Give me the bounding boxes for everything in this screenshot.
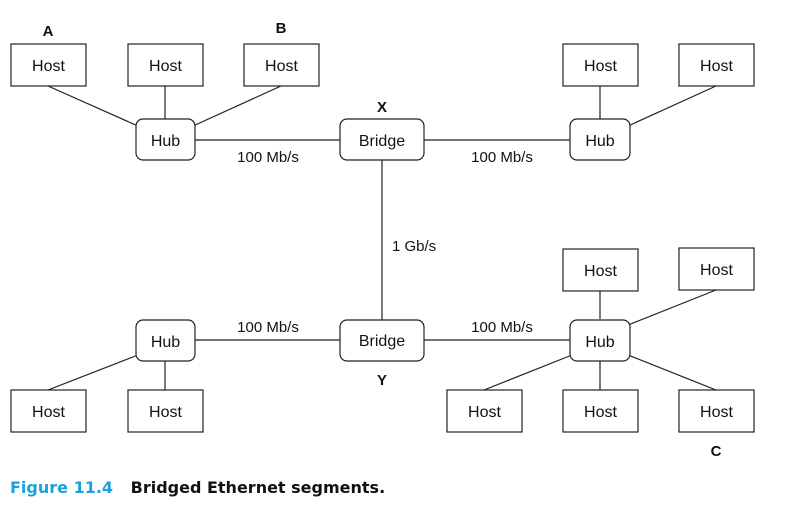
- host-bottom-right-1: Host: [446, 389, 523, 433]
- link-hub-br-host-bot1: [483, 354, 573, 391]
- figure-number: Figure 11.4: [10, 478, 114, 497]
- figure-caption: Figure 11.4 Bridged Ethernet segments.: [10, 478, 385, 497]
- host-bottom-left-1: Host: [10, 389, 87, 433]
- hub-label: Hub: [585, 334, 614, 351]
- hub-label: Hub: [151, 334, 180, 351]
- connections: [47, 85, 717, 391]
- marker-c: C: [711, 443, 722, 460]
- hub-top-left: Hub: [135, 118, 196, 161]
- bridge-label: Bridge: [359, 333, 405, 350]
- speed-label-bottom-left: 100 Mb/s: [237, 319, 299, 336]
- host-c: Host: [678, 389, 755, 433]
- host-bottom-right-top-2: Host: [678, 247, 755, 291]
- speed-label-top-left: 100 Mb/s: [237, 149, 299, 166]
- bridge-y: Bridge: [339, 319, 425, 362]
- speed-label-bottom-right: 100 Mb/s: [471, 319, 533, 336]
- host-label: Host: [32, 58, 65, 75]
- link-hub-br-host-top2: [627, 289, 717, 326]
- marker-b: B: [276, 20, 287, 37]
- marker-y: Y: [377, 372, 387, 389]
- bridge-x: Bridge: [339, 118, 425, 161]
- link-hub-br-host-c: [627, 354, 717, 391]
- host-label: Host: [584, 263, 617, 280]
- host-a: Host: [10, 43, 87, 87]
- host-bottom-left-2: Host: [127, 389, 204, 433]
- host-top-left-middle: Host: [127, 43, 204, 87]
- host-label: Host: [265, 58, 298, 75]
- host-top-right-1: Host: [562, 43, 639, 87]
- host-label: Host: [700, 262, 733, 279]
- host-bottom-right-top-1: Host: [562, 248, 639, 292]
- host-label: Host: [468, 404, 501, 421]
- link-hub-tl-host-a: [47, 85, 139, 127]
- bridge-label: Bridge: [359, 133, 405, 150]
- speed-label-top-right: 100 Mb/s: [471, 149, 533, 166]
- hub-bottom-left: Hub: [135, 319, 196, 362]
- host-label: Host: [700, 58, 733, 75]
- link-hub-bl-host-1: [47, 354, 139, 391]
- host-label: Host: [149, 58, 182, 75]
- host-label: Host: [32, 404, 65, 421]
- link-hub-tr-host-2: [627, 85, 717, 127]
- marker-x: X: [377, 99, 387, 116]
- host-label: Host: [584, 404, 617, 421]
- host-label: Host: [584, 58, 617, 75]
- host-top-right-2: Host: [678, 43, 755, 87]
- host-bottom-right-2: Host: [562, 389, 639, 433]
- figure-title: Bridged Ethernet segments.: [130, 478, 386, 497]
- hub-top-right: Hub: [569, 118, 631, 161]
- host-b: Host: [243, 43, 320, 87]
- host-label: Host: [149, 404, 182, 421]
- marker-a: A: [43, 23, 54, 40]
- host-label: Host: [700, 404, 733, 421]
- link-hub-tl-host-b: [192, 85, 282, 127]
- hub-bottom-right: Hub: [569, 319, 631, 362]
- hub-label: Hub: [151, 133, 180, 150]
- speed-label-backbone: 1 Gb/s: [392, 238, 436, 255]
- hub-label: Hub: [585, 133, 614, 150]
